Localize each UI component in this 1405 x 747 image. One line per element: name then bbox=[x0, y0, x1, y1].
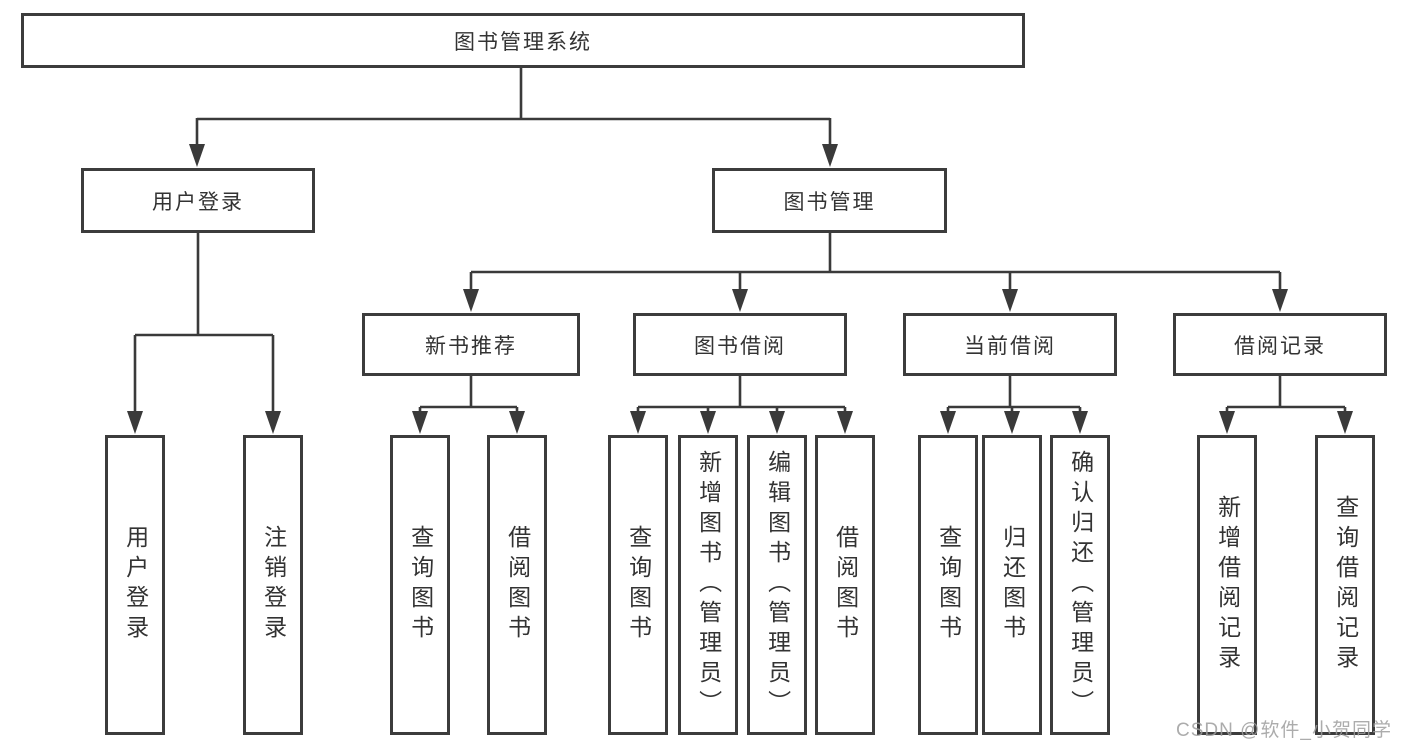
leaf-label: 编辑图书（管理员） bbox=[764, 450, 791, 720]
leaf-label: 确认归还（管理员） bbox=[1067, 450, 1094, 720]
leaf-query-books-1: 查询图书 bbox=[390, 435, 450, 735]
leaf-query-books-3: 查询图书 bbox=[918, 435, 978, 735]
leaf-label: 用户登录 bbox=[122, 525, 149, 645]
leaf-user-login: 用户登录 bbox=[105, 435, 165, 735]
node-label: 图书管理 bbox=[783, 190, 876, 214]
node-label: 新书推荐 bbox=[425, 334, 517, 358]
node-new-book-recommend: 新书推荐 bbox=[362, 313, 580, 376]
node-borrow-records: 借阅记录 bbox=[1173, 313, 1387, 376]
leaf-logout: 注销登录 bbox=[243, 435, 303, 735]
node-library-management-system: 图书管理系统 bbox=[21, 13, 1025, 68]
node-label: 图书借阅 bbox=[694, 334, 786, 358]
leaf-label: 借阅图书 bbox=[832, 525, 859, 645]
node-book-management: 图书管理 bbox=[712, 168, 947, 233]
leaf-label: 借阅图书 bbox=[504, 525, 531, 645]
leaf-add-book-admin: 新增图书（管理员） bbox=[678, 435, 738, 735]
leaf-label: 新增图书（管理员） bbox=[695, 450, 722, 720]
node-label: 图书管理系统 bbox=[454, 30, 592, 54]
node-book-borrow: 图书借阅 bbox=[633, 313, 847, 376]
leaf-label: 查询借阅记录 bbox=[1332, 495, 1359, 675]
node-label: 用户登录 bbox=[152, 190, 244, 214]
node-user-login: 用户登录 bbox=[81, 168, 315, 233]
leaf-query-books-2: 查询图书 bbox=[608, 435, 668, 735]
csdn-watermark: CSDN @软件_小贺同学 bbox=[1176, 720, 1392, 741]
leaf-edit-book-admin: 编辑图书（管理员） bbox=[747, 435, 807, 735]
node-label: 借阅记录 bbox=[1234, 334, 1326, 358]
leaf-label: 注销登录 bbox=[260, 525, 287, 645]
leaf-label: 新增借阅记录 bbox=[1214, 495, 1241, 675]
leaf-label: 查询图书 bbox=[935, 525, 962, 645]
leaf-label: 归还图书 bbox=[999, 525, 1026, 645]
leaf-query-borrow-record: 查询借阅记录 bbox=[1315, 435, 1375, 735]
node-label: 当前借阅 bbox=[964, 334, 1056, 358]
leaf-return-book: 归还图书 bbox=[982, 435, 1042, 735]
leaf-label: 查询图书 bbox=[407, 525, 434, 645]
leaf-borrow-books-1: 借阅图书 bbox=[487, 435, 547, 735]
leaf-borrow-books-2: 借阅图书 bbox=[815, 435, 875, 735]
leaf-add-borrow-record: 新增借阅记录 bbox=[1197, 435, 1257, 735]
leaf-label: 查询图书 bbox=[625, 525, 652, 645]
node-current-borrow: 当前借阅 bbox=[903, 313, 1117, 376]
leaf-confirm-return-admin: 确认归还（管理员） bbox=[1050, 435, 1110, 735]
